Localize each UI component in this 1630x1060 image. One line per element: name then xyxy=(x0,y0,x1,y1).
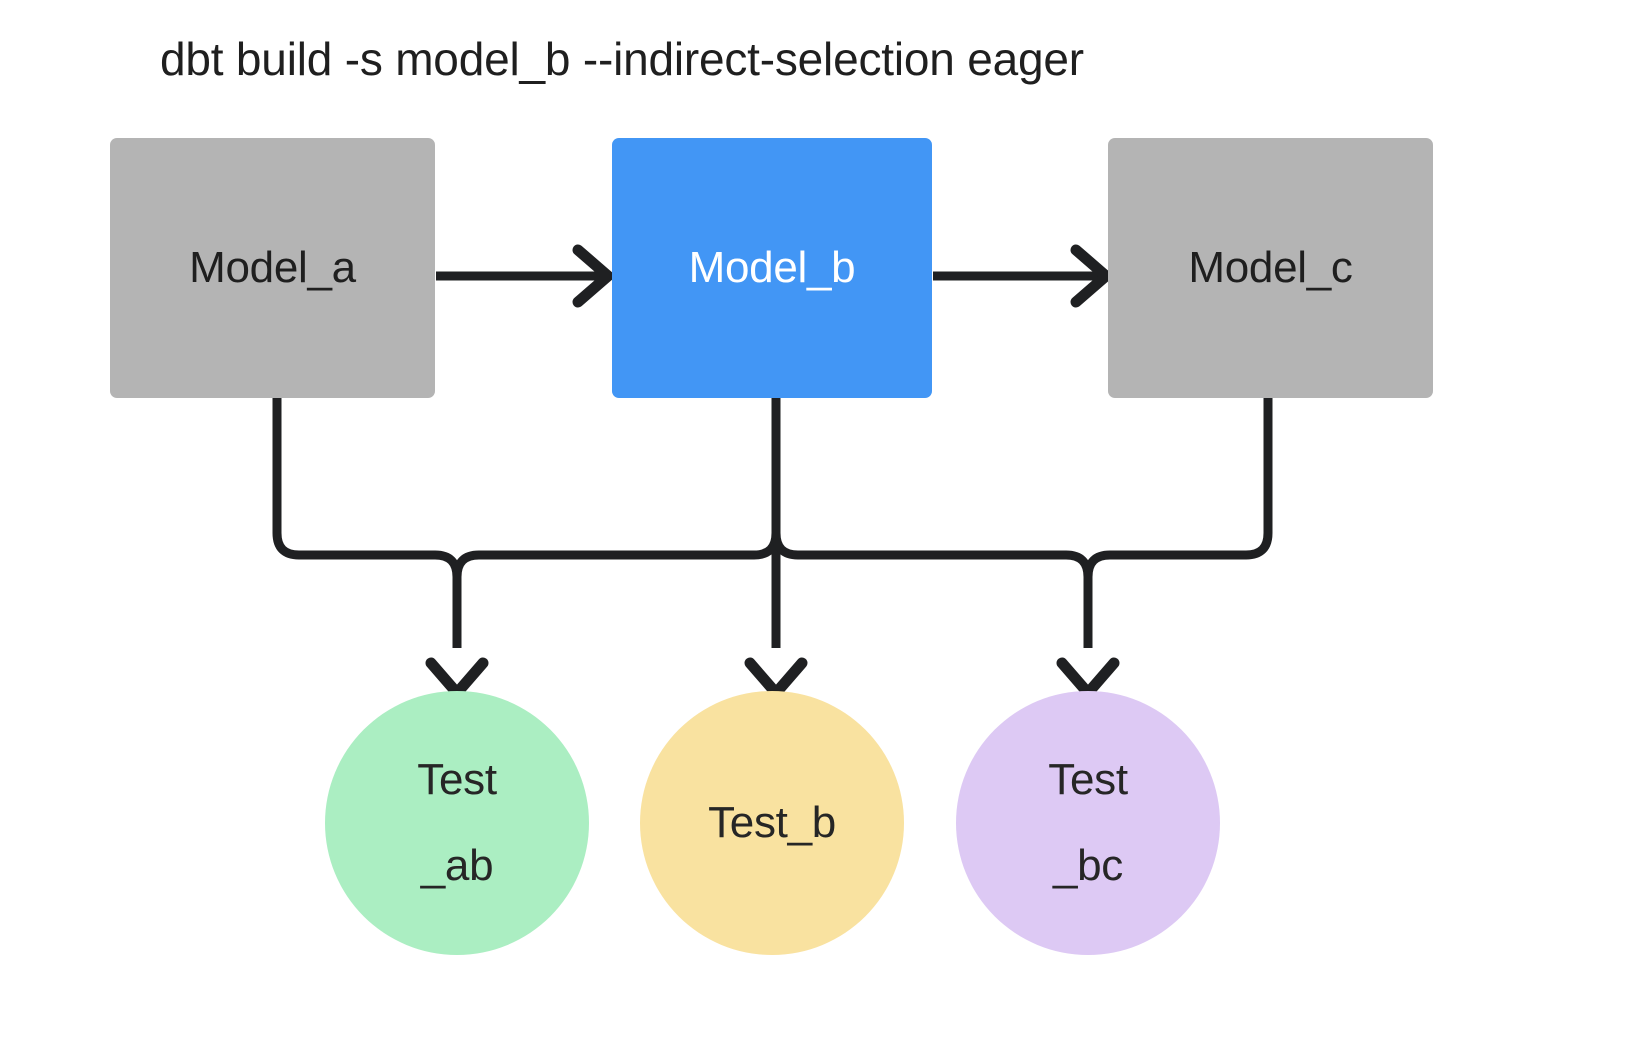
node-test-bc-label-line2: _bc xyxy=(1052,841,1124,890)
page-title: dbt build -s model_b --indirect-selectio… xyxy=(160,33,1084,85)
edge-model-c-to-test-bc xyxy=(1083,398,1273,648)
node-test-ab-label-line1: Test xyxy=(417,755,497,804)
edge-model-b-to-test-bc xyxy=(771,420,1093,648)
node-test-bc-label-line1: Test xyxy=(1048,755,1128,804)
edge-model-a-to-test-ab xyxy=(272,398,462,648)
edge-arrowhead-test-bc xyxy=(1056,657,1120,699)
node-test-ab-label-line2: _ab xyxy=(420,841,494,890)
node-model-c-label: Model_c xyxy=(1188,243,1353,292)
node-test-b-label-line1: Test_b xyxy=(708,798,836,847)
edge-arrowhead-model-c xyxy=(1070,244,1112,308)
node-model-a[interactable]: Model_a xyxy=(110,138,435,398)
edge-arrowhead-model-b xyxy=(572,244,614,308)
node-test-ab[interactable]: Test _ab xyxy=(325,691,589,955)
node-model-b[interactable]: Model_b xyxy=(612,138,932,398)
node-model-a-label: Model_a xyxy=(189,243,356,292)
node-model-b-label: Model_b xyxy=(688,243,856,292)
node-test-bc[interactable]: Test _bc xyxy=(956,691,1220,955)
edge-arrowhead-test-b xyxy=(744,657,808,699)
node-test-b[interactable]: Test_b xyxy=(640,691,904,955)
edge-model-b-to-test-ab xyxy=(452,420,781,648)
node-model-c[interactable]: Model_c xyxy=(1108,138,1433,398)
edge-arrowhead-test-ab xyxy=(425,657,489,699)
